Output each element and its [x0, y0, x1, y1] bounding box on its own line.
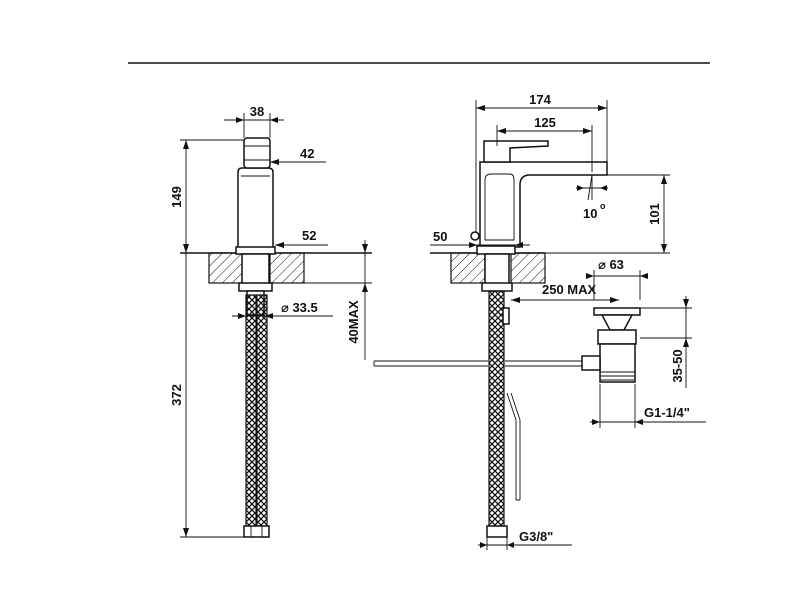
dim-top-width: 38 — [250, 104, 264, 119]
side-view: 38 42 149 52 ⌀ 33.5 40MAX 372 — [169, 104, 372, 538]
front-tap-body — [479, 161, 608, 248]
popup-rod — [506, 392, 521, 501]
side-countertop-left — [208, 252, 246, 284]
waste-flange — [593, 307, 641, 316]
side-lever — [243, 137, 271, 169]
degree-symbol: o — [600, 201, 606, 211]
dim-rod-length: 250 MAX — [542, 282, 597, 297]
dim-deck-max: 40MAX — [346, 300, 361, 344]
front-lever — [483, 140, 549, 163]
side-countertop-right — [269, 252, 305, 284]
dim-waste-thread: G1-1/4" — [644, 405, 690, 420]
dim-total-below: 372 — [169, 384, 184, 406]
front-countertop-right — [510, 252, 546, 284]
dim-height-above: 149 — [169, 186, 184, 208]
dim-lever-length: 125 — [534, 115, 556, 130]
dim-waste-dia: ⌀ 63 — [598, 257, 624, 272]
side-tap-base — [235, 246, 276, 255]
front-view: 10 o 174 125 — [373, 92, 706, 550]
side-nut — [238, 282, 273, 292]
dim-waste-depth: 35-50 — [670, 349, 685, 382]
side-hose-right — [256, 294, 268, 528]
dim-spout-height: 101 — [647, 203, 662, 225]
side-tap-body — [237, 167, 274, 249]
dim-lever-dia: 42 — [300, 146, 314, 161]
dim-base-dia: 52 — [302, 228, 316, 243]
dim-shank-dia: ⌀ 33.5 — [281, 300, 318, 315]
dim-overall-width: 174 — [529, 92, 551, 107]
side-hose-left — [245, 294, 257, 528]
front-hose — [488, 290, 505, 528]
front-countertop-left — [450, 252, 486, 284]
dim-base-offset: 50 — [433, 229, 447, 244]
popup-knob — [470, 231, 480, 241]
dim-hose-thread: G3/8" — [519, 529, 553, 544]
dim-tilt-angle: 10 — [583, 206, 597, 221]
